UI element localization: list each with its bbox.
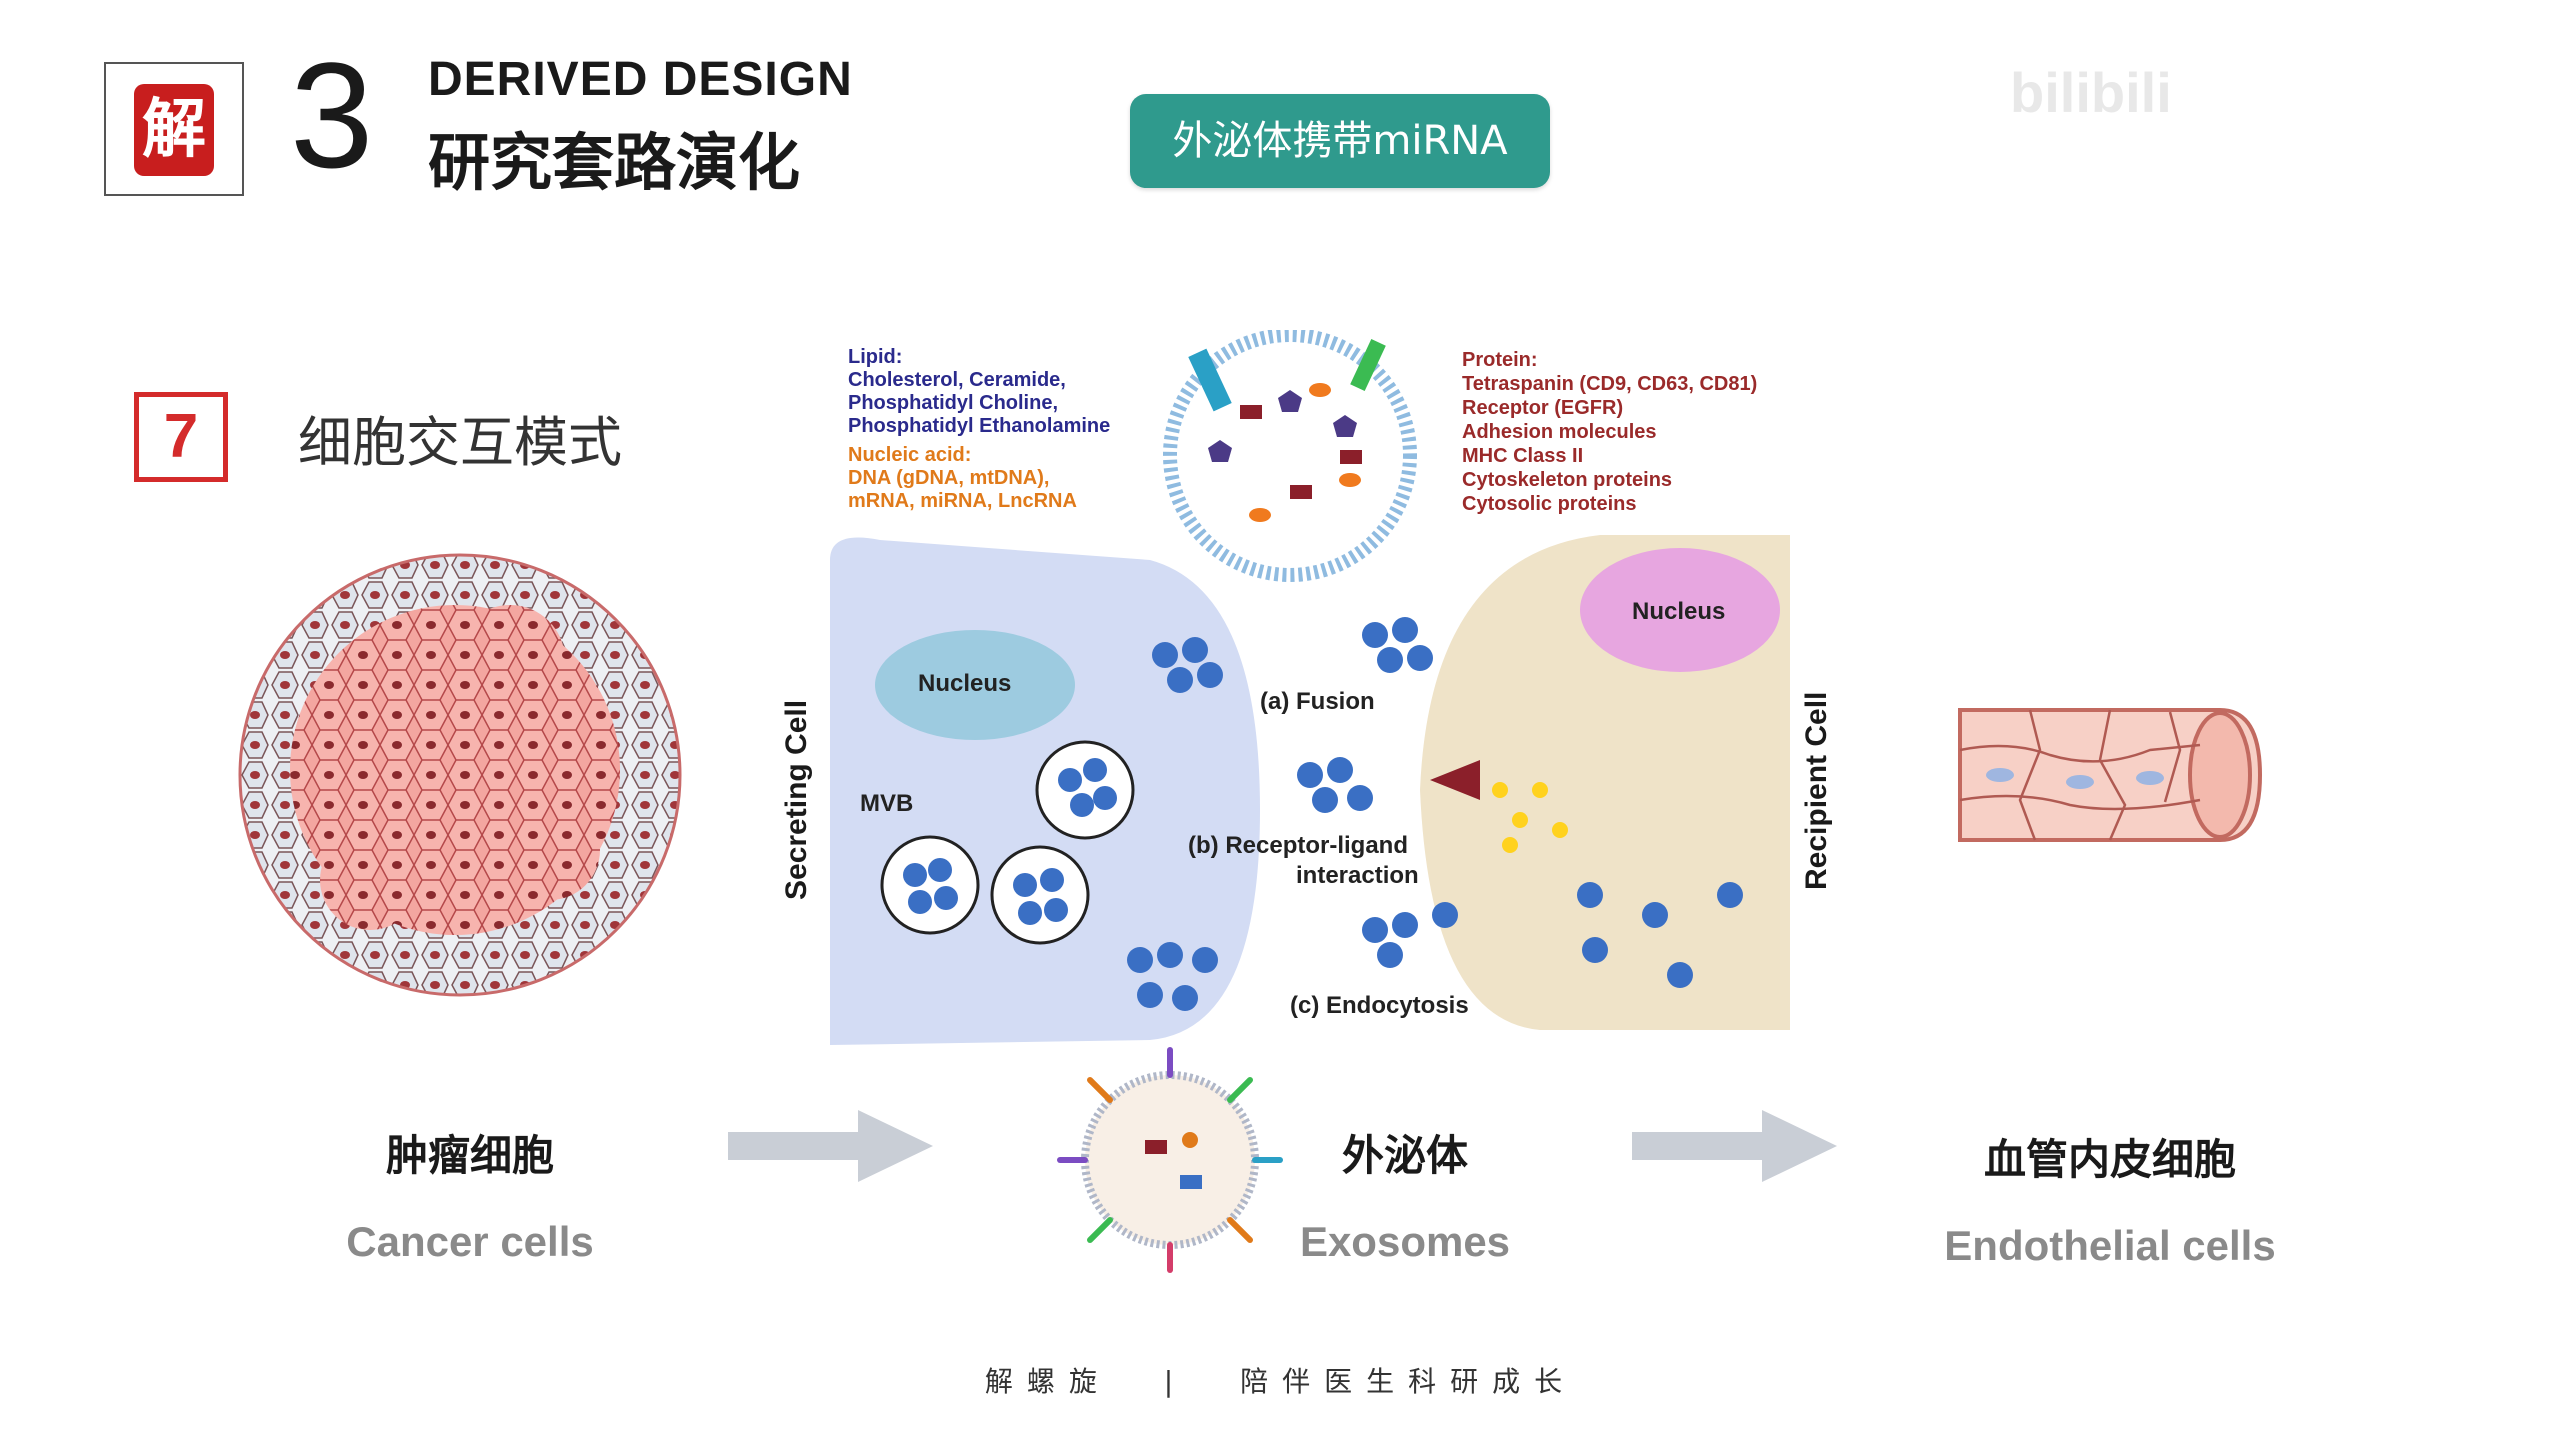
- title-chinese: 研究套路演化: [428, 126, 801, 199]
- footer: 解螺旋 | 陪伴医生科研成长: [0, 1360, 2561, 1400]
- endothelial-cn-label: 血管内皮细胞: [1983, 1135, 2236, 1184]
- nucleus-left-shape: [875, 630, 1075, 740]
- endothelial-en-label: Endothelial cells: [1944, 1222, 2276, 1269]
- nucleus-right-label: Nucleus: [1632, 598, 1726, 625]
- exosomes-en-label: Exosomes: [1299, 1218, 1511, 1265]
- exosomes-cn-label: 外泌体: [1341, 1131, 1468, 1180]
- mvb-vesicle: [1035, 740, 1135, 840]
- nucleus-left-label: Nucleus: [918, 670, 1012, 697]
- section-number: 7: [134, 392, 228, 482]
- topic-badge: 外泌体携带miRNA: [1130, 94, 1550, 188]
- exosome-mechanism-diagram: [830, 330, 1790, 1045]
- arrow-right-icon: [728, 1110, 933, 1182]
- secreting-cell-label: Secreting Cell: [780, 699, 813, 900]
- exosome-icon: [1057, 1047, 1283, 1273]
- footer-brand: 解螺旋: [984, 1365, 1111, 1398]
- lipid-label: Lipid: Cholesterol, Ceramide, Phosphatid…: [848, 346, 1111, 512]
- nucleus-right-shape: [1580, 548, 1780, 672]
- endocytosis-label: (c) Endocytosis: [1290, 992, 1469, 1019]
- mvb-vesicle: [990, 845, 1090, 945]
- fusion-label: (a) Fusion: [1260, 688, 1375, 715]
- arrow-right-icon: [1632, 1110, 1837, 1182]
- footer-divider: |: [1163, 1365, 1188, 1398]
- logo: 解: [104, 62, 244, 196]
- footer-slogan: 陪伴医生科研成长: [1240, 1365, 1577, 1398]
- watermark: bilibili: [2010, 61, 2172, 124]
- interaction-label: interaction: [1296, 862, 1419, 889]
- cancer-cells-en-label: Cancer cells: [346, 1218, 594, 1265]
- exosome-enlarged-shape: [1163, 330, 1417, 582]
- cancer-cells-cn-label: 肿瘤细胞: [385, 1131, 554, 1180]
- recipient-cell-label: Recipient Cell: [1800, 691, 1833, 890]
- section-title: 细胞交互模式: [298, 411, 622, 474]
- mvb-label: MVB: [860, 790, 914, 817]
- seal-logo: 解: [134, 84, 214, 176]
- protein-label: Protein: Tetraspanin (CD9, CD63, CD81) R…: [1462, 349, 1758, 515]
- receptor-ligand-label: (b) Receptor-ligand: [1188, 832, 1408, 859]
- mvb-vesicle: [880, 835, 980, 935]
- title-english: DERIVED DESIGN: [428, 53, 853, 106]
- cancer-cells-illustration: [238, 553, 682, 997]
- chapter-number: 3: [290, 31, 374, 199]
- endothelial-vessel-illustration: [1958, 708, 2263, 842]
